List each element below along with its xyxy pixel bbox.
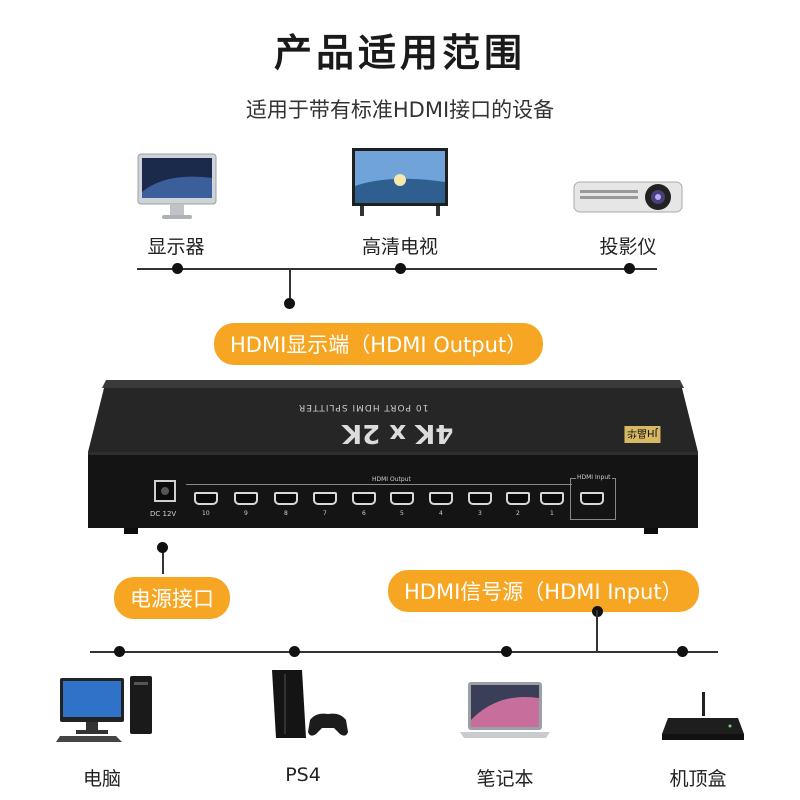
monitor-icon [136,152,218,224]
port-number: 9 [244,510,248,517]
hdmi-output-port-4[interactable] [429,492,453,505]
connector-dot [284,298,295,309]
device-label-laptop: 笔记本 [476,768,534,790]
hdmi-output-port-7[interactable] [313,492,337,505]
device-label-set-top-box: 机顶盒 [669,768,727,790]
bottom-connector-line [90,651,718,653]
output-port-group [186,484,572,519]
hdmi-output-port-2[interactable] [506,492,530,505]
hdmi-output-port-9[interactable] [234,492,258,505]
power-pill: 电源接口 [114,577,230,619]
hdmi-output-port-6[interactable] [352,492,376,505]
hdmi-output-port-3[interactable] [468,492,492,505]
port-number: 8 [284,510,288,517]
port-number: 6 [362,510,366,517]
hdmi-input-port[interactable] [580,492,604,505]
dc-label: DC 12V [150,510,177,518]
page-title: 产品适用范围 [273,31,526,75]
port-number: 5 [400,510,404,517]
input-group-label: HDMI Input [576,474,612,481]
device-label-monitor: 显示器 [147,236,205,258]
laptop-icon [458,680,552,742]
device-label-projector: 投影仪 [599,236,657,258]
series-text: 10 PORT HDMI SPLITTER [298,402,429,412]
connector-dot [677,646,688,657]
model-text: 4K x 2K [342,418,454,448]
connector-dot [114,646,125,657]
device-label-tv: 高清电视 [361,236,438,258]
connector-dot [624,263,635,274]
hdmi-output-port-10[interactable] [194,492,218,505]
device-label-computer: 电脑 [82,768,121,790]
hdmi-output-port-5[interactable] [390,492,414,505]
hdmi-splitter: 4K x 2K 10 PORT HDMI SPLITTER JH晶华 DC 12… [84,374,702,544]
ps4-icon [266,668,350,744]
input-pill: HDMI信号源（HDMI Input） [388,570,699,612]
set-top-box-icon [660,690,746,744]
port-number: 4 [439,510,443,517]
connector-dot [172,263,183,274]
port-number: 7 [323,510,327,517]
port-number: 1 [550,510,554,517]
power-connector-line [162,546,164,574]
desktop-computer-icon [56,674,156,744]
connector-dot [289,646,300,657]
device-label-ps4: PS4 [285,764,321,786]
port-number: 3 [478,510,482,517]
connector-dot [157,542,168,553]
input-connector-line [596,610,598,652]
power-jack [154,480,176,502]
port-number: 10 [202,510,210,517]
page-subtitle: 适用于带有标准HDMI接口的设备 [245,98,555,122]
port-number: 2 [516,510,520,517]
connector-dot [501,646,512,657]
tv-icon [350,146,450,218]
output-group-label: HDMI Output [370,476,413,483]
output-connector-line [289,268,291,302]
brand-logo: JH晶华 [624,426,661,443]
output-pill: HDMI显示端（HDMI Output） [214,323,544,365]
connector-dot [395,263,406,274]
projector-icon [572,176,684,218]
hdmi-output-port-1[interactable] [540,492,564,505]
hdmi-output-port-8[interactable] [274,492,298,505]
